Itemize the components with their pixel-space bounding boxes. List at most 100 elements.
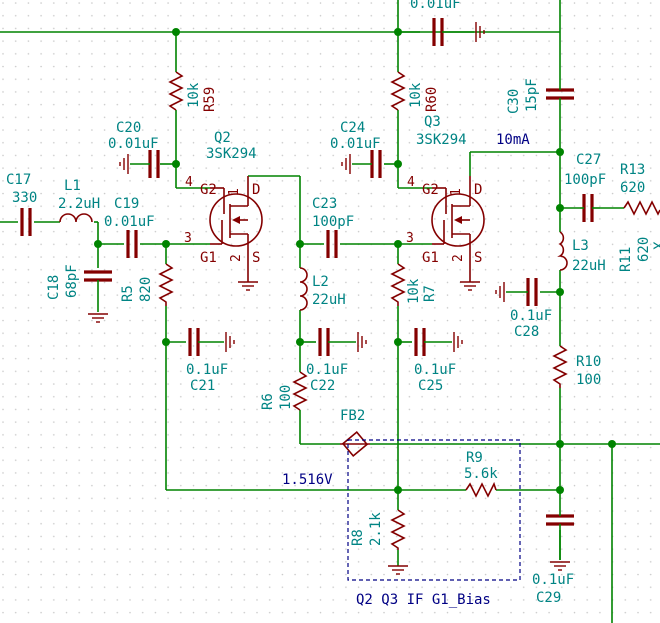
capacitor-c27-symbol[interactable]: [580, 194, 600, 222]
r6-ref: R6: [260, 393, 276, 410]
capacitor-c17-symbol[interactable]: [20, 208, 32, 236]
capacitor-c24-symbol[interactable]: [341, 150, 382, 178]
capacitor-c29-symbol[interactable]: [546, 510, 574, 571]
c21-ref: C21: [190, 378, 215, 394]
resistor-r5-symbol[interactable]: [158, 263, 174, 306]
c20-ref: C20: [116, 120, 141, 136]
bias-box-label: Q2 Q3 IF G1_Bias: [356, 592, 491, 608]
drain-current-annotation: 10mA: [496, 132, 530, 148]
r60-value: 10k: [408, 82, 424, 108]
capacitor-c18-symbol[interactable]: [84, 270, 112, 323]
q3-g1-label: G1: [422, 250, 439, 266]
resistor-r13-symbol[interactable]: [623, 200, 660, 216]
c27-value: 100pF: [564, 172, 606, 188]
q2-value: 3SK294: [206, 146, 257, 162]
c25-ref: C25: [418, 378, 443, 394]
c21-value: 0.1uF: [186, 362, 228, 378]
resistor-r8-symbol[interactable]: [388, 509, 408, 575]
junctions: [94, 28, 616, 494]
c18-value: 68pF: [64, 264, 80, 298]
q2-pin2: 2: [229, 254, 244, 262]
r9-ref: R9: [466, 450, 483, 466]
capacitor-c30-symbol[interactable]: [546, 86, 574, 112]
q3-ref: Q3: [424, 114, 441, 130]
capacitor-c25-symbol[interactable]: [414, 328, 463, 356]
r59-ref: R59: [202, 87, 218, 112]
q3-pin3: 3: [406, 231, 414, 246]
l1-value: 2.2uH: [58, 196, 100, 212]
r6-value: 100: [278, 385, 294, 410]
q3-s-label: S: [474, 250, 482, 266]
c22-ref: C22: [310, 378, 335, 394]
resistor-r10-symbol[interactable]: [552, 345, 568, 388]
c17-ref: C17: [6, 172, 31, 188]
resistor-r60-symbol[interactable]: [390, 71, 406, 111]
r5-ref: R5: [120, 285, 136, 302]
c24-ref: C24: [340, 120, 365, 136]
resistor-r7-symbol[interactable]: [390, 263, 406, 306]
r9-value: 5.6k: [464, 466, 498, 482]
r13-value: 620: [620, 180, 645, 196]
c25-value: 0.1uF: [414, 362, 456, 378]
inductor-l1-symbol[interactable]: [59, 213, 93, 223]
c-top-value: 0.01uF: [410, 0, 461, 12]
capacitor-c19-symbol[interactable]: [126, 230, 138, 258]
q2-ref: Q2: [214, 130, 231, 146]
capacitor-top-symbol[interactable]: [432, 18, 485, 46]
c28-ref: C28: [514, 324, 539, 340]
c30-value: 15pF: [524, 78, 540, 112]
mosfet-q2-symbol[interactable]: [209, 176, 263, 291]
q2-pin1: 1: [227, 188, 242, 196]
inductor-l2-symbol[interactable]: [299, 267, 308, 311]
capacitor-c28-symbol[interactable]: [495, 278, 538, 306]
q3-pin4: 4: [407, 175, 415, 190]
l3-ref: L3: [572, 238, 589, 254]
r5-value: 820: [138, 277, 154, 302]
q2-d-label: D: [252, 182, 260, 198]
capacitor-c22-symbol[interactable]: [318, 328, 367, 356]
l3-value: 22uH: [572, 258, 606, 274]
c27-ref: C27: [576, 152, 601, 168]
c29-ref: C29: [536, 590, 561, 606]
r10-ref: R10: [576, 354, 601, 370]
capacitor-c21-symbol[interactable]: [188, 328, 235, 356]
fb2-ref: FB2: [340, 408, 365, 424]
r7-ref: R7: [422, 285, 438, 302]
ferrite-bead-fb2-symbol[interactable]: [340, 430, 370, 458]
inductor-l3-symbol[interactable]: [557, 231, 568, 271]
c22-value: 0.1uF: [306, 362, 348, 378]
r10-value: 100: [576, 372, 601, 388]
r13-ref: R13: [620, 162, 645, 178]
c23-value: 100pF: [312, 214, 354, 230]
c24-value: 0.01uF: [330, 136, 381, 152]
capacitor-c23-symbol[interactable]: [326, 230, 338, 258]
c17-value: 330: [12, 190, 37, 206]
r7-value: 10k: [406, 278, 422, 304]
q3-pin-labels: 4 G2 1 D 3 G1 2 S: [406, 175, 482, 266]
l1-ref: L1: [64, 178, 81, 194]
r11-value: 620: [636, 237, 652, 262]
mosfet-q3-symbol[interactable]: [431, 176, 485, 291]
q2-pin4: 4: [185, 175, 193, 190]
resistor-r9-symbol[interactable]: [465, 481, 497, 498]
c20-value: 0.01uF: [108, 136, 159, 152]
r8-value: 2.1k: [368, 512, 384, 546]
q3-g2-label: G2: [422, 182, 439, 198]
component-labels: C17 330 L1 2.2uH C19 0.01uF C18 68pF R5 …: [6, 0, 660, 608]
l2-value: 22uH: [312, 292, 346, 308]
r59-value: 10k: [186, 82, 202, 108]
resistor-r6-symbol[interactable]: [292, 371, 308, 411]
c23-ref: C23: [312, 196, 337, 212]
q2-pin3: 3: [184, 231, 192, 246]
c19-value: 0.01uF: [104, 214, 155, 230]
capacitor-c20-symbol[interactable]: [119, 150, 160, 178]
c28-value: 0.1uF: [510, 308, 552, 324]
q2-pin-labels: 4 G2 1 D 3 G1 2 S: [184, 175, 260, 266]
q3-value: 3SK294: [416, 132, 467, 148]
c29-value: 0.1uF: [532, 572, 574, 588]
r11-ref: R11: [618, 247, 634, 272]
resistor-r59-symbol[interactable]: [168, 71, 184, 111]
q3-d-label: D: [474, 182, 482, 198]
